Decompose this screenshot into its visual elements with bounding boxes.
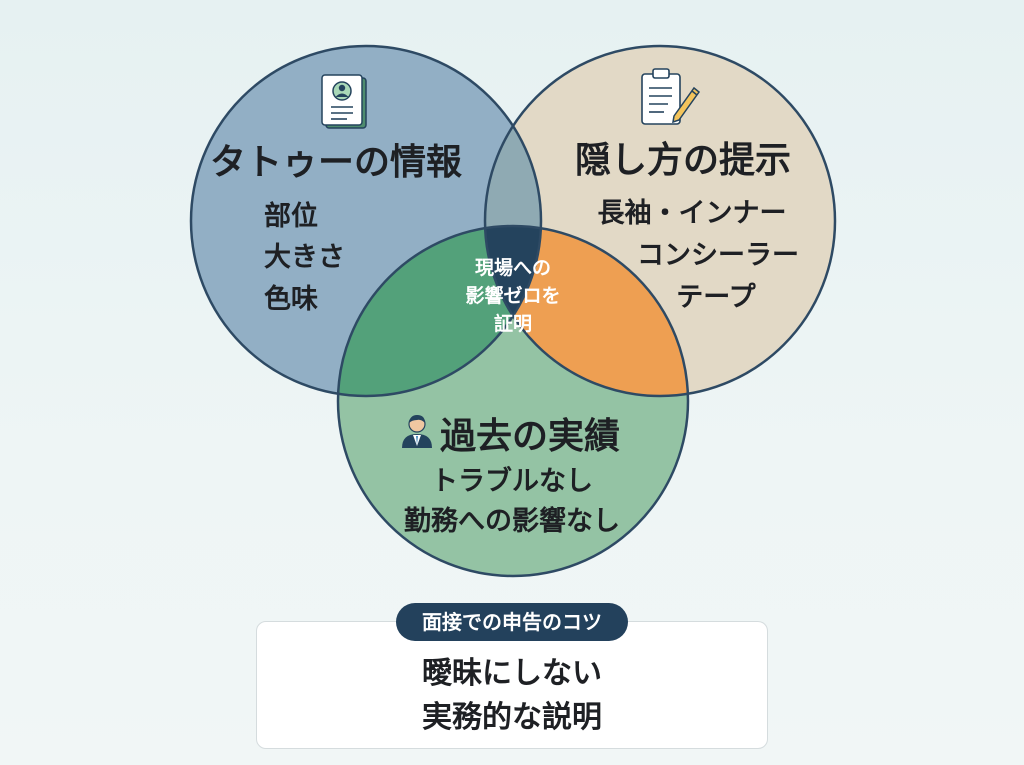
- circle-record-outline: [336, 224, 690, 578]
- interview-tips-card: 面接での申告のコツ 曖昧にしない 実務的な説明: [256, 603, 768, 749]
- tattoo-item-location: 部位: [264, 200, 318, 232]
- hiding-methods-title: 隠し方の提示: [575, 140, 791, 181]
- overlap-hide-record: [485, 226, 688, 396]
- center-line-1: 現場への: [475, 257, 551, 279]
- circle-hide-outline: [483, 44, 837, 398]
- tattoo-item-color: 色味: [264, 283, 318, 315]
- tattoo-item-size: 大きさ: [264, 242, 345, 273]
- past-record-title: 過去の実績: [440, 416, 620, 457]
- record-item-no-work-impact: 勤務への影響なし: [404, 505, 620, 537]
- record-item-no-trouble: トラブルなし: [431, 465, 593, 497]
- interview-tips-badge: 面接での申告のコツ: [396, 603, 628, 641]
- hide-item-long-sleeves: 長袖・インナー: [598, 198, 787, 229]
- interview-tips-body: 曖昧にしない 実務的な説明: [257, 652, 767, 740]
- hide-item-concealer: コンシーラー: [637, 240, 799, 271]
- center-line-3: 証明: [494, 312, 532, 335]
- tattoo-info-title: タトゥーの情報: [210, 142, 462, 183]
- clipboard-pen-icon: [641, 68, 701, 125]
- overlap-tattoo-record: [338, 226, 541, 396]
- businessman-icon: [402, 415, 432, 448]
- circle-tattoo-outline: [189, 44, 543, 398]
- hide-item-tape: テープ: [676, 282, 756, 313]
- tip-line-2: 実務的な説明: [422, 700, 602, 735]
- tip-line-1: 曖昧にしない: [422, 656, 602, 691]
- id-card-icon: [321, 74, 367, 129]
- center-line-2: 影響ゼロを: [465, 284, 560, 307]
- venn-diagram: タトゥーの情報 隠し方の提示 過去の実績 部位 大きさ 色味 長袖・インナー コ…: [189, 44, 837, 578]
